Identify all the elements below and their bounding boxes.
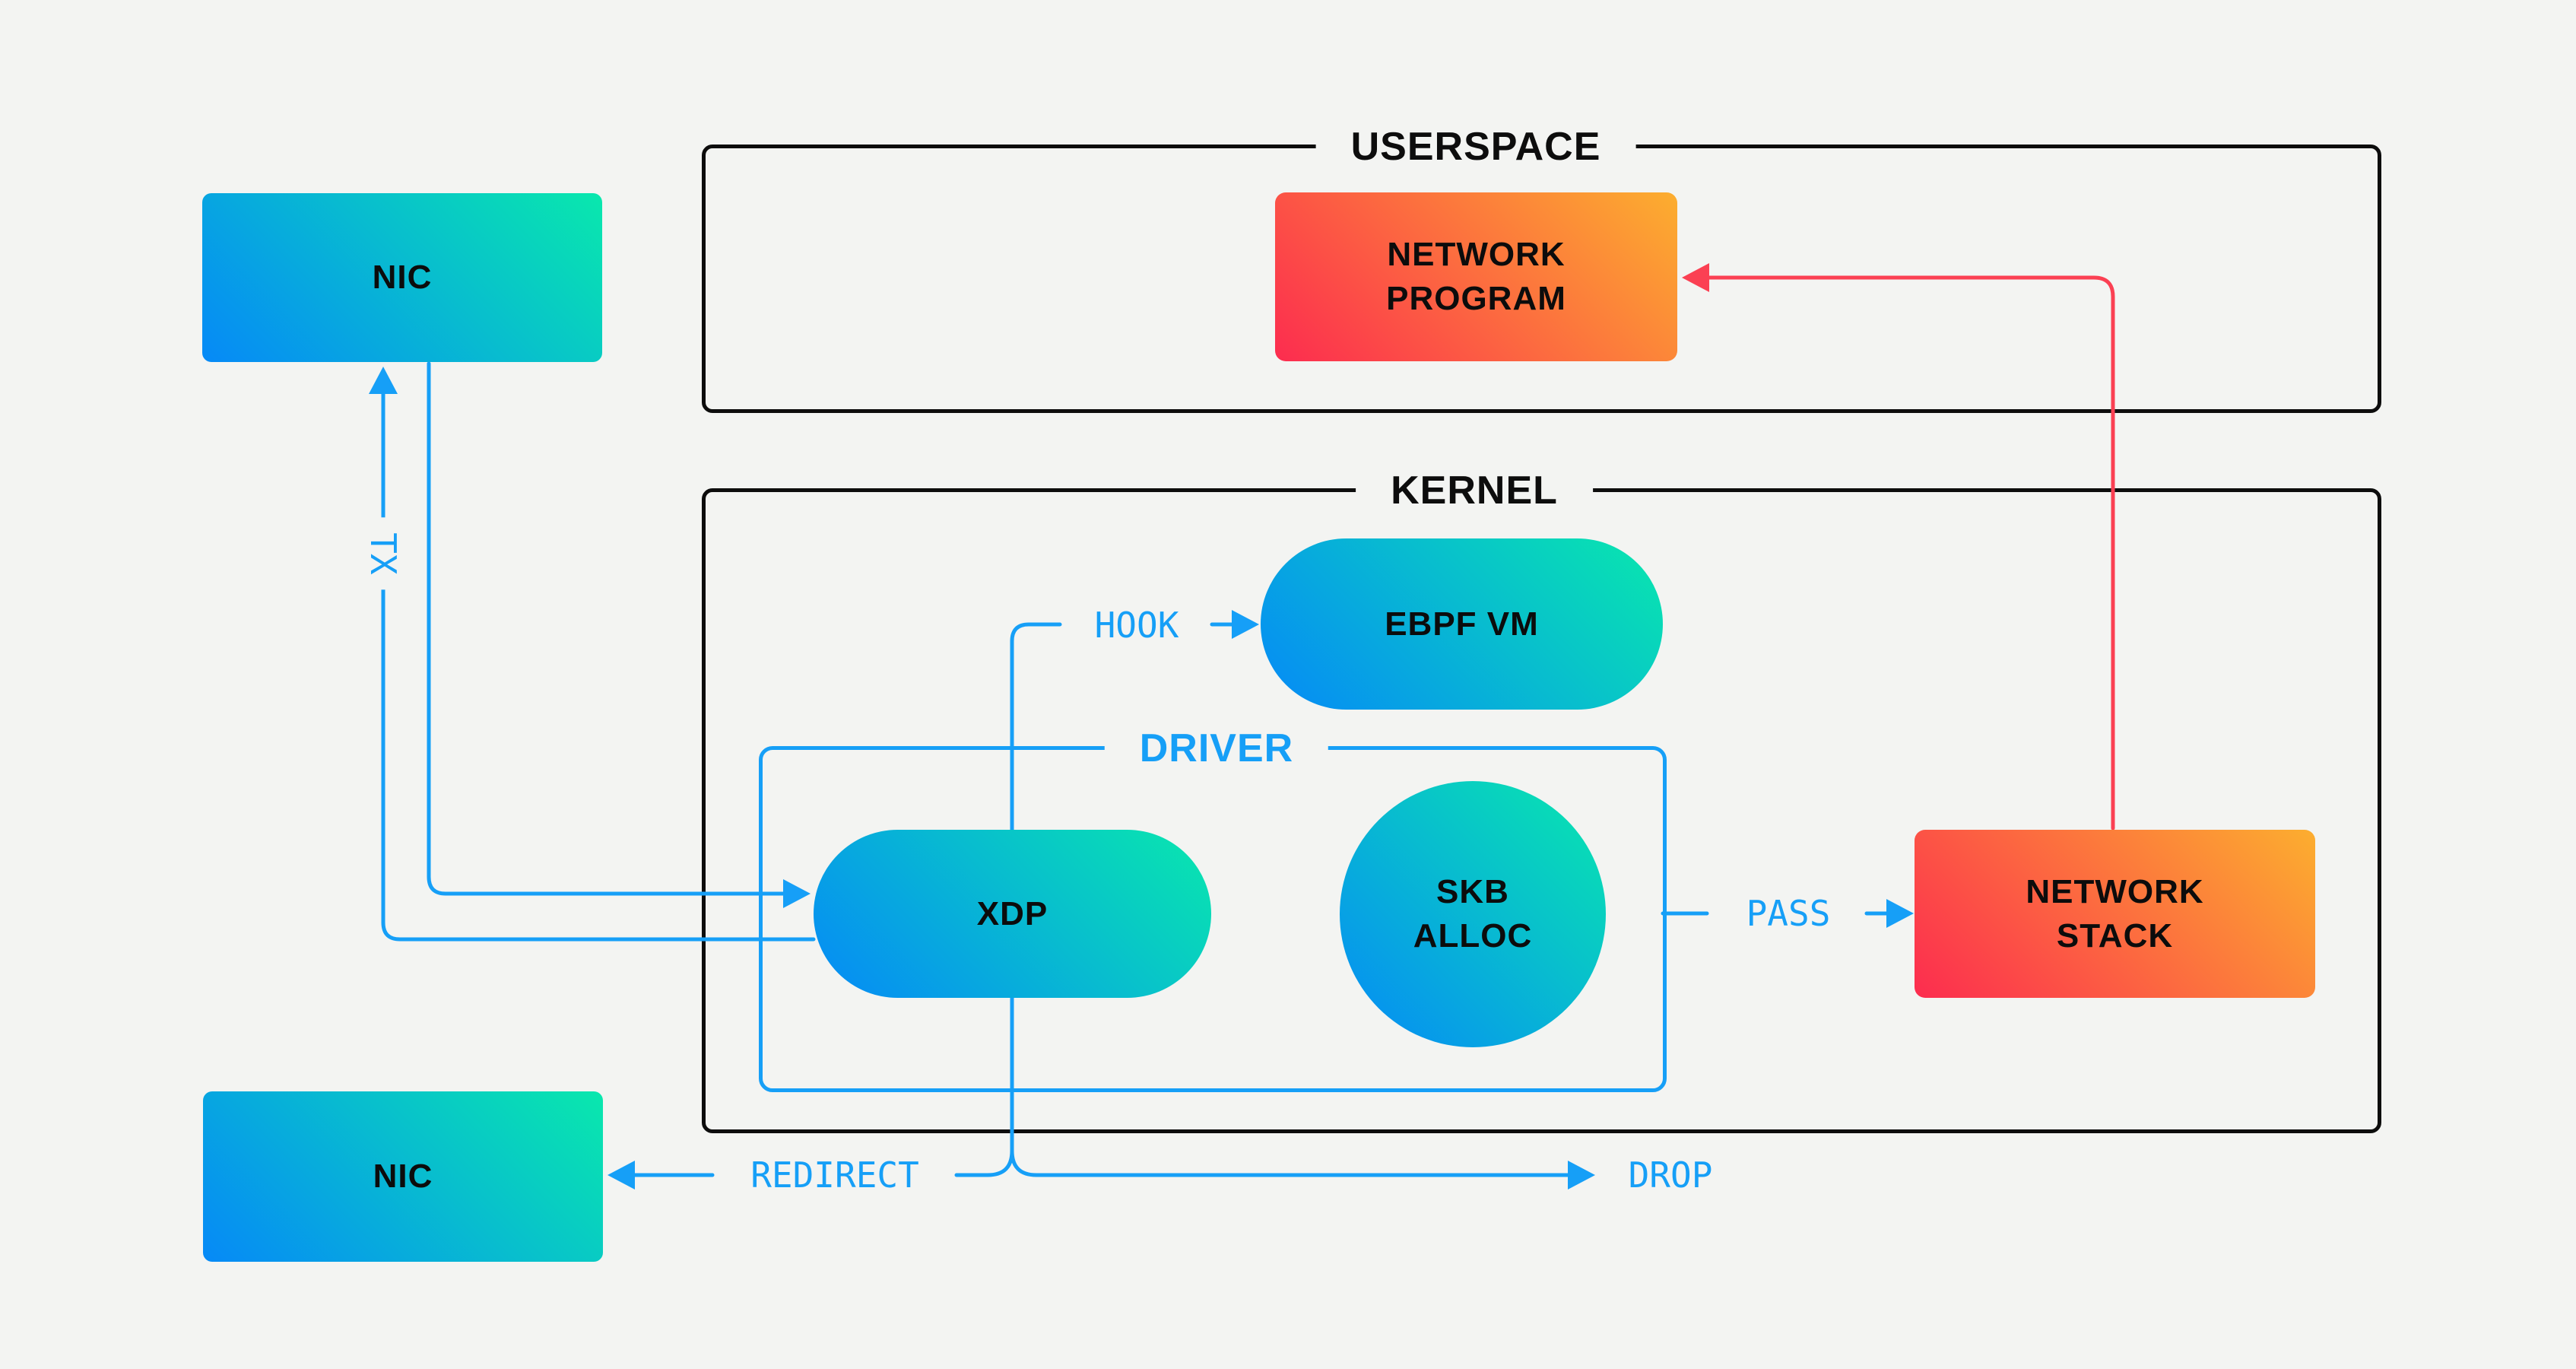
skb-alloc-label-line2: ALLOC: [1413, 917, 1533, 954]
skb-alloc-node: SKB ALLOC: [1340, 781, 1606, 1047]
skb-alloc-label-line1: SKB: [1436, 873, 1509, 910]
drop-edge-label: DROP: [1613, 1153, 1728, 1197]
network-stack-label-line2: STACK: [2056, 916, 2174, 954]
xdp-trunk-line: [1010, 622, 1062, 1153]
network-stack-node: NETWORK STACK: [1915, 830, 2315, 998]
nic-top-node: NIC: [202, 193, 602, 362]
xdp-node: XDP: [814, 830, 1211, 998]
xdp-label: XDP: [976, 894, 1048, 932]
hook-edge-label: HOOK: [1079, 603, 1194, 647]
stack-to-program-line: [1704, 275, 2115, 831]
tx-arrowhead: [369, 367, 398, 394]
fork-left-curve: [954, 1148, 1014, 1177]
driver-title: DRIVER: [1104, 724, 1329, 773]
nic-to-xdp-line: [427, 361, 788, 896]
userspace-title: USERSPACE: [1315, 122, 1636, 171]
nic-bottom-label: NIC: [373, 1158, 433, 1195]
network-program-label-line2: PROGRAM: [1386, 280, 1566, 317]
ebpf-vm-label: EBPF VM: [1385, 605, 1539, 643]
network-stack-label-line1: NETWORK: [2026, 872, 2204, 910]
ebpf-vm-node: EBPF VM: [1261, 538, 1663, 710]
stack-to-program-arrowhead: [1682, 263, 1709, 292]
hook-arrowhead: [1232, 610, 1259, 639]
nic-to-xdp-arrowhead: [783, 879, 811, 908]
pass-arrowhead: [1886, 899, 1914, 928]
network-program-node: NETWORK PROGRAM: [1275, 192, 1677, 361]
nic-bottom-node: NIC: [203, 1091, 603, 1262]
kernel-title: KERNEL: [1356, 466, 1593, 515]
network-program-label-line1: NETWORK: [1387, 236, 1566, 273]
drop-arrowhead: [1568, 1161, 1595, 1190]
redirect-edge-label: REDIRECT: [735, 1153, 934, 1197]
fork-right-curve: [1010, 1148, 1573, 1177]
redirect-arrowhead: [608, 1161, 635, 1190]
tx-edge-label: TX: [361, 517, 405, 590]
pass-edge-label: PASS: [1731, 891, 1846, 935]
nic-top-label: NIC: [372, 259, 433, 296]
xdp-to-nic-tx-line: [381, 387, 816, 942]
